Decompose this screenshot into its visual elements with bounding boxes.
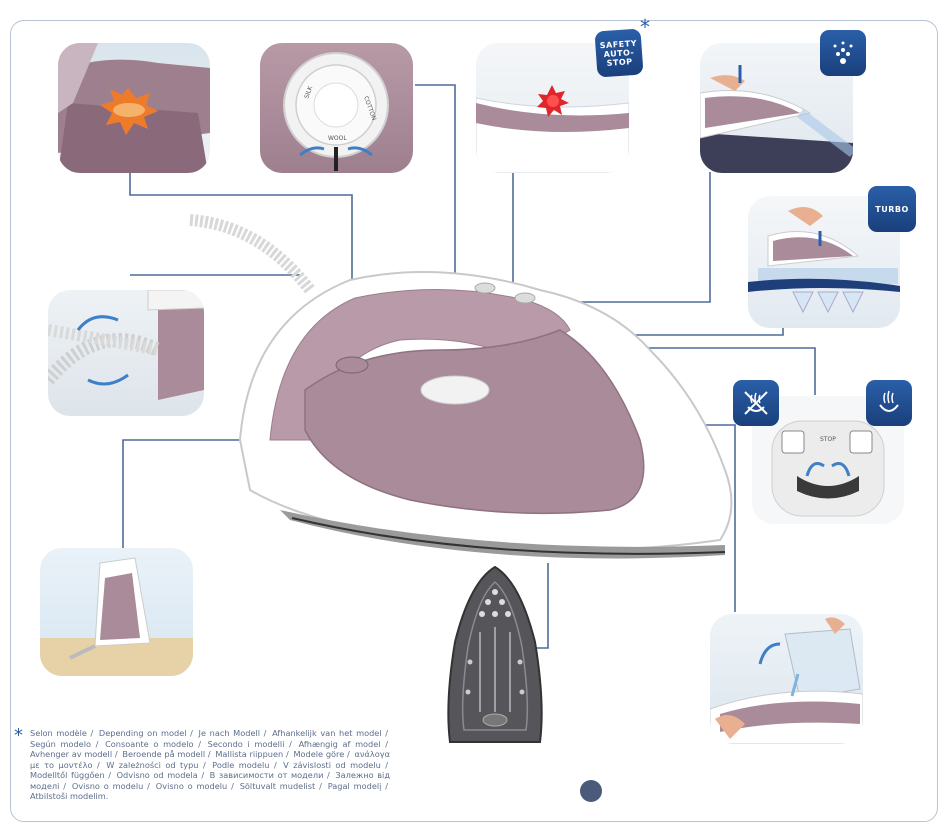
dial-label-silk: SILK	[303, 84, 314, 99]
spray-illustration	[700, 65, 853, 173]
legend-item: Ovisno o modelu /	[155, 780, 238, 791]
steam-on-badge	[866, 380, 912, 426]
legend-item: Podle modelu /	[212, 759, 282, 770]
turbo-badge: TURBO	[868, 186, 916, 232]
legend-item: Selon modèle /	[30, 728, 97, 738]
legend-item: Beroende på modell /	[122, 749, 214, 759]
legend-item: Залежно від моделі /	[30, 770, 390, 791]
legend-item: Modelltől függően /	[30, 770, 115, 780]
panel-filling	[710, 614, 863, 744]
panel-thermostat-light	[58, 43, 210, 173]
legend-item: Pagal modelį /	[327, 780, 389, 791]
dial-label-wool: WOOL	[328, 135, 347, 142]
steam-iron-illustration	[189, 214, 733, 559]
self-clean-illustration: STOP	[771, 420, 885, 517]
safety-auto-stop-badge: SAFETY AUTO-STOP	[594, 28, 644, 78]
rotate-arrow-icon	[76, 315, 119, 331]
steam-icon	[879, 390, 899, 412]
leader-line-thermostat-light	[129, 172, 353, 362]
filling-illustration	[710, 617, 863, 744]
panel-safety-auto-stop	[476, 43, 629, 173]
panel-turbo-steam	[748, 196, 900, 328]
arrow-right-icon	[347, 146, 373, 157]
panel-heel-rest	[40, 548, 193, 676]
legend-depending-on-model: Selon modèle / Depending on model / Je n…	[30, 728, 390, 802]
legend-item: Je nach Modell /	[198, 728, 271, 738]
safety-auto-stop-label: SAFETY AUTO-STOP	[599, 38, 638, 68]
legend-item: Atbilstoši modelim.	[30, 791, 109, 801]
legend-item: Mallista riippuen /	[215, 749, 292, 759]
thermostat-light-illustration	[58, 43, 210, 173]
spray-badge-icon	[820, 30, 866, 76]
spray-drops-icon	[833, 41, 853, 64]
stop-label: STOP	[820, 436, 836, 443]
heel-rest-illustration	[40, 557, 193, 676]
page-indicator-dot	[580, 780, 602, 802]
arrow-left-icon	[299, 146, 325, 157]
anti-calc-off-badge	[733, 380, 779, 426]
safety-illustration	[476, 85, 629, 173]
panel-cord	[48, 290, 204, 416]
leader-line-spray	[522, 172, 711, 303]
legend-item: Ovisno o modelu /	[71, 780, 154, 791]
crossed-steam-icon	[744, 391, 768, 415]
legend-item: В зависимости от модели /	[209, 770, 334, 780]
legend-item: Según modelo /	[30, 738, 104, 749]
legend-item: Afhængig af model /	[298, 738, 388, 749]
legend-item: V závislosti od modelu /	[283, 759, 388, 770]
page-frame	[10, 20, 938, 822]
legend-item: Sõltuvalt mudelist /	[239, 780, 326, 791]
cord-illustration	[48, 290, 204, 400]
legend-item: W zależności od typu /	[106, 759, 211, 770]
pour-arrow-icon	[758, 642, 781, 665]
legend-item: Odvisno od modela /	[116, 770, 208, 780]
turbo-illustration	[748, 207, 900, 314]
asterisk-note-icon: *	[640, 15, 650, 39]
legend-item: Modele göre /	[293, 749, 353, 759]
legend-item: Secondo i modelli /	[207, 738, 297, 749]
legend-item: Consoante o modelo /	[105, 738, 206, 749]
panel-spray	[700, 43, 853, 173]
legend-asterisk-icon: *	[14, 725, 23, 746]
soleplate-illustration	[447, 565, 543, 743]
turbo-label: TURBO	[875, 204, 909, 214]
legend-item: ανάλογα με το μοντέλο /	[30, 749, 390, 770]
panel-temperature-dial: SILK WOOL COTTON	[260, 43, 413, 173]
leader-line-heel	[122, 439, 262, 548]
legend-item: Avhenger av modell /	[30, 749, 121, 759]
dial-illustration: SILK WOOL COTTON	[283, 52, 389, 171]
legend-item: Afhankelijk van het model /	[272, 728, 388, 738]
legend-item: Depending on model /	[98, 728, 197, 738]
